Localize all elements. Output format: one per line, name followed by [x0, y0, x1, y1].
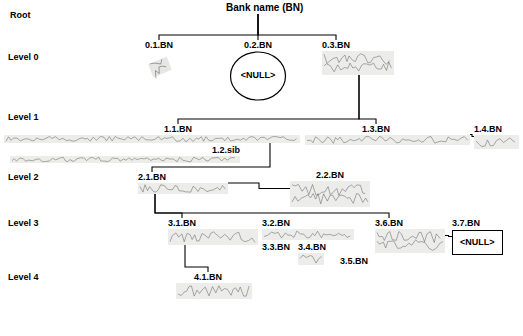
cheque-segment-image	[298, 253, 324, 265]
segment-node: 0.1.BN	[145, 40, 185, 83]
null-text: <NULL>	[452, 230, 503, 255]
cheque-segment-image	[375, 229, 445, 253]
segment-node: 0.3.BN	[322, 40, 396, 75]
label-row: 0.3.BN	[322, 40, 396, 51]
segment-label: 3.5.BN	[340, 256, 368, 267]
cheque-segment-image	[474, 135, 519, 149]
segment-label: 2.1.BN	[138, 172, 166, 183]
tree-link	[159, 14, 258, 40]
tree-link	[445, 236, 452, 237]
label-row: 1.4.BN	[474, 124, 520, 135]
label-row: 3.1.BN	[168, 218, 258, 229]
segment-label: 1.2.sib	[212, 145, 240, 156]
segment-label: 1.4.BN	[474, 124, 502, 135]
segment-label: 3.3.BN	[262, 242, 290, 253]
cheque-segment-image	[262, 229, 354, 240]
segment-node: 3.2.BN	[262, 218, 354, 240]
label-row: 4.1.BN	[176, 272, 252, 283]
label-row: 0.2.BN	[228, 40, 288, 51]
segment-node: 1.3.BN	[305, 124, 470, 145]
label-row: Bank name (BN)	[226, 2, 290, 14]
tree-link	[470, 135, 474, 137]
segment-node: 4.1.BN	[176, 272, 252, 299]
cheque-segment-image	[138, 183, 228, 194]
null-box-node: 3.7.BN<NULL>	[452, 218, 514, 255]
segment-node: 1.4.BN	[474, 124, 520, 149]
segment-node: 3.5.BN	[340, 256, 374, 267]
root-title: Bank name (BN)	[226, 2, 303, 14]
segment-node: 3.4.BN	[298, 242, 332, 265]
segment-label: 2.2.BN	[316, 170, 344, 181]
cheque-segment-image	[4, 135, 300, 143]
cheque-segment-image	[10, 156, 240, 163]
segment-label: 3.7.BN	[452, 218, 480, 229]
tree-link	[359, 75, 376, 124]
segment-label: 3.1.BN	[168, 218, 196, 229]
label-row: 3.2.BN	[262, 218, 354, 229]
null-circle-node: 0.2.BN <NULL>	[228, 40, 288, 101]
cheque-segment-image	[145, 51, 175, 83]
label-row: 2.1.BN	[138, 172, 228, 183]
segment-node: 1.2.sib	[10, 145, 240, 163]
segment-node: 3.6.BN	[375, 218, 445, 253]
label-row: 3.5.BN	[340, 256, 374, 267]
segment-node: 3.1.BN	[168, 218, 258, 245]
label-row: 3.4.BN	[298, 242, 332, 253]
segment-label: 3.4.BN	[298, 242, 326, 253]
cheque-segment-image	[176, 283, 252, 299]
segment-node: 3.3.BN	[262, 242, 296, 253]
segment-node: Bank name (BN)	[226, 2, 290, 14]
level-label: Level 4	[8, 272, 39, 283]
cheque-segment-image	[290, 181, 370, 207]
segment-label: 1.1.BN	[164, 124, 192, 135]
segment-label: 0.2.BN	[244, 40, 272, 51]
label-row: 1.2.sib	[10, 145, 240, 156]
segment-label: 3.2.BN	[262, 218, 290, 229]
label-row: 2.2.BN	[290, 170, 370, 181]
cheque-segment-image	[322, 51, 394, 75]
tree-link	[258, 14, 336, 40]
label-row: 3.6.BN	[375, 218, 445, 229]
segment-node: 2.1.BN	[138, 172, 228, 194]
cheque-segment-image	[168, 229, 258, 245]
level-label: Level 1	[8, 112, 39, 123]
tree-link	[228, 183, 290, 189]
cheque-segment-image	[305, 135, 470, 145]
segment-label: 0.3.BN	[322, 40, 350, 51]
null-circle: <NULL>	[229, 51, 287, 101]
label-row: 0.1.BN	[145, 40, 185, 51]
null-text: <NULL>	[229, 70, 287, 81]
segment-label: 4.1.BN	[194, 272, 222, 283]
segment-label: 0.1.BN	[145, 40, 173, 51]
level-label: Level 2	[8, 172, 39, 183]
tree-link	[155, 194, 182, 218]
level-label: Level 3	[8, 218, 39, 229]
segment-label: 1.3.BN	[362, 124, 390, 135]
label-row: 1.3.BN	[305, 124, 470, 135]
level-label: Root	[10, 10, 31, 21]
label-row: 1.1.BN	[4, 124, 300, 135]
label-row: 3.3.BN	[262, 242, 296, 253]
label-row: 3.7.BN	[452, 218, 514, 229]
segment-node: 2.2.BN	[290, 170, 370, 207]
level-label: Level 0	[8, 52, 39, 63]
segment-label: 3.6.BN	[375, 218, 403, 229]
tree-link	[185, 245, 208, 272]
segment-node: 1.1.BN	[4, 124, 300, 143]
